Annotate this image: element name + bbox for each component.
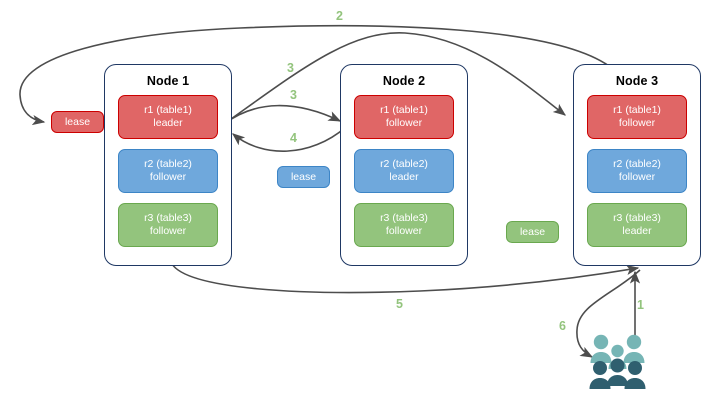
node-3-replica-r3[interactable]: r3 (table3) leader bbox=[587, 203, 687, 247]
node-1-replica-r3[interactable]: r3 (table3) follower bbox=[118, 203, 218, 247]
node-3-replica-r2-role: follower bbox=[618, 171, 656, 183]
node-2-replica-r2-role: leader bbox=[389, 171, 419, 183]
node-2-replica-r3[interactable]: r3 (table3) follower bbox=[354, 203, 454, 247]
node-2-replica-r1-name: r1 (table1) bbox=[380, 104, 428, 116]
node-2-replica-r3-name: r3 (table3) bbox=[380, 212, 428, 224]
lease-badge-table3[interactable]: lease bbox=[506, 221, 559, 243]
node-1-replica-r2-name: r2 (table2) bbox=[144, 158, 192, 170]
node-3-replica-r3-role: leader bbox=[622, 225, 652, 237]
arrow-step-3-short bbox=[223, 104, 342, 125]
node-3-title: Node 3 bbox=[615, 74, 659, 88]
node-3-replica-r1[interactable]: r1 (table1) follower bbox=[587, 95, 687, 139]
node-1-replica-r2-role: follower bbox=[149, 171, 187, 183]
node-1-replica-r3-role: follower bbox=[149, 225, 187, 237]
node-3-replica-r1-role: follower bbox=[618, 117, 656, 129]
node-2-replica-r1[interactable]: r1 (table1) follower bbox=[354, 95, 454, 139]
node-3-replica-r1-name: r1 (table1) bbox=[613, 104, 661, 116]
node-1-replica-r1-name: r1 (table1) bbox=[144, 104, 192, 116]
node-2-replica-r2[interactable]: r2 (table2) leader bbox=[354, 149, 454, 193]
step-label-3-short: 3 bbox=[290, 88, 297, 102]
node-3[interactable]: Node 3 r1 (table1) follower r2 (table2) … bbox=[573, 64, 701, 266]
arrow-step-5 bbox=[171, 263, 640, 294]
lease-badge-table2[interactable]: lease bbox=[277, 166, 330, 188]
step-label-1: 1 bbox=[637, 298, 644, 312]
node-3-replica-r3-name: r3 (table3) bbox=[613, 212, 661, 224]
node-2-title: Node 2 bbox=[382, 74, 426, 88]
step-label-2: 2 bbox=[336, 9, 343, 23]
lease-badge-table1[interactable]: lease bbox=[51, 111, 104, 133]
node-3-replica-r2[interactable]: r2 (table2) follower bbox=[587, 149, 687, 193]
node-2-replica-r1-role: follower bbox=[385, 117, 423, 129]
node-2-replica-r2-name: r2 (table2) bbox=[380, 158, 428, 170]
step-label-4: 4 bbox=[290, 131, 297, 145]
step-label-6: 6 bbox=[559, 319, 566, 333]
node-2[interactable]: Node 2 r1 (table1) follower r2 (table2) … bbox=[340, 64, 468, 266]
node-1-replica-r1[interactable]: r1 (table1) leader bbox=[118, 95, 218, 139]
step-label-5: 5 bbox=[396, 297, 403, 311]
node-1-title: Node 1 bbox=[146, 74, 190, 88]
step-label-3-long: 3 bbox=[287, 61, 294, 75]
users-icon bbox=[589, 333, 651, 398]
node-2-replica-r3-role: follower bbox=[385, 225, 423, 237]
node-1-replica-r1-role: leader bbox=[153, 117, 183, 129]
node-3-replica-r2-name: r2 (table2) bbox=[613, 158, 661, 170]
node-1[interactable]: Node 1 r1 (table1) leader r2 (table2) fo… bbox=[104, 64, 232, 266]
node-1-replica-r2[interactable]: r2 (table2) follower bbox=[118, 149, 218, 193]
node-1-replica-r3-name: r3 (table3) bbox=[144, 212, 192, 224]
